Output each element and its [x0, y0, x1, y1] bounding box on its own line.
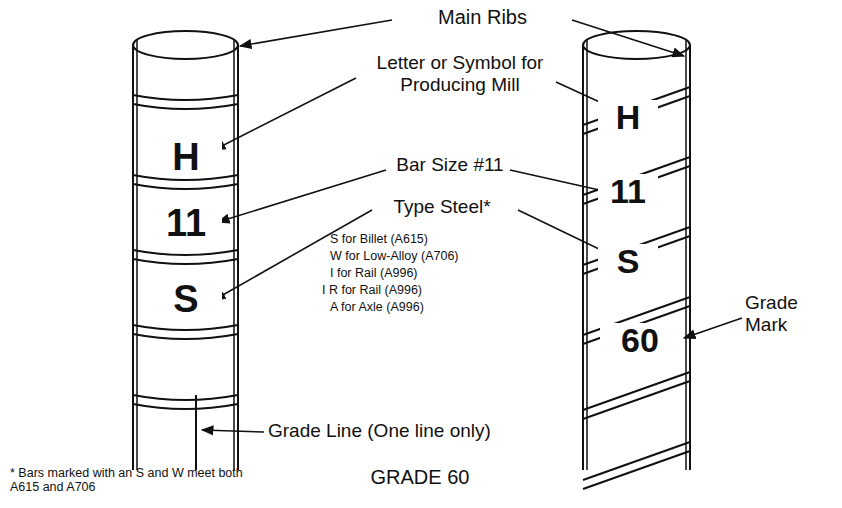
bar-size-number: 11 [150, 204, 222, 242]
rib [133, 250, 238, 255]
steel-type-key: A for Axle (A996) [330, 300, 540, 314]
callout-label: Type Steel* [362, 196, 522, 218]
steel-type-key: S for Billet (A615) [330, 232, 540, 246]
rib [133, 95, 238, 100]
rib [133, 404, 238, 409]
callout-label: Grade Line (One line only) [268, 420, 618, 442]
rib [133, 184, 238, 189]
steel-type-letter: S [150, 280, 222, 318]
rib [133, 259, 238, 264]
steel-type-key: W for Low-Alloy (A706) [330, 249, 540, 263]
steel-type-key: I for Rail (A996) [330, 266, 540, 280]
steel-type-key: I R for Rail (A996) [322, 283, 532, 297]
rib [583, 381, 690, 419]
grade-mark-number: 60 [600, 323, 680, 357]
mill-letter: H [150, 138, 222, 176]
mill-letter: H [598, 100, 658, 134]
callout-label: Main Ribs [390, 6, 575, 29]
rib [583, 442, 690, 480]
caption: GRADE 60 [330, 466, 510, 489]
footnote: * Bars marked with an S and W meet both … [10, 466, 265, 495]
rib [133, 334, 238, 339]
rib [583, 451, 690, 489]
callout-label: Bar Size #11 [380, 154, 520, 176]
rib [133, 325, 238, 330]
rib [133, 104, 238, 109]
rib [583, 96, 690, 134]
bar-size-number: 11 [598, 174, 658, 208]
steel-type-letter: S [598, 244, 658, 278]
rib [133, 395, 238, 400]
rib [583, 372, 690, 410]
callout-label: Letter or Symbol for Producing Mill [360, 52, 560, 96]
callout-label: Grade Mark [745, 292, 835, 336]
